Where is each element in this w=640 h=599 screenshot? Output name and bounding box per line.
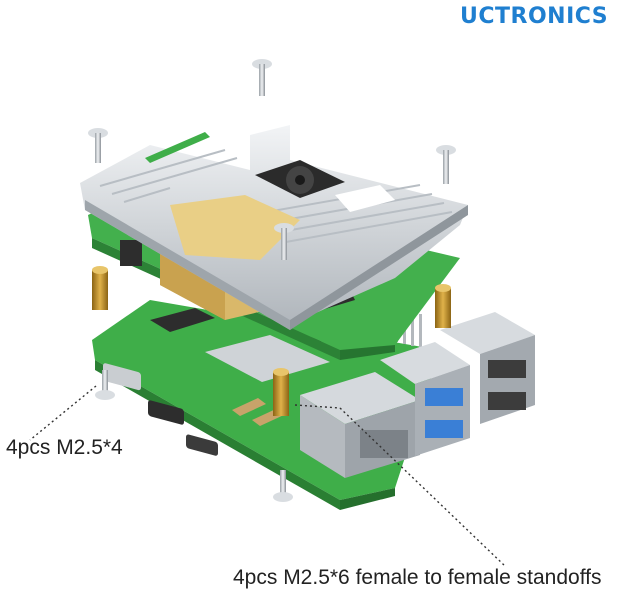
screws-callout-label: 4pcs M2.5*4 <box>6 436 123 459</box>
heatsink-icon <box>80 125 468 330</box>
standoff-icon <box>92 266 108 310</box>
screw-icon <box>273 470 293 502</box>
fan-icon <box>255 160 345 198</box>
usb-ports <box>380 312 535 456</box>
screw-icon <box>95 370 115 400</box>
bottom-screws <box>95 370 293 502</box>
screw-icon <box>88 128 108 163</box>
standoffs-callout-label: 4pcs M2.5*6 female to female standoffs <box>233 566 602 589</box>
standoff-icon <box>435 284 451 328</box>
brand-logo: UCTRONICS <box>460 4 609 29</box>
callout-lines <box>29 385 506 567</box>
screw-icon <box>274 223 294 260</box>
ethernet-port <box>300 372 420 478</box>
standoff-icon <box>273 368 289 416</box>
standoffs <box>92 266 451 416</box>
screw-icon <box>252 59 272 96</box>
top-screws <box>88 59 456 260</box>
screw-icon <box>436 145 456 184</box>
